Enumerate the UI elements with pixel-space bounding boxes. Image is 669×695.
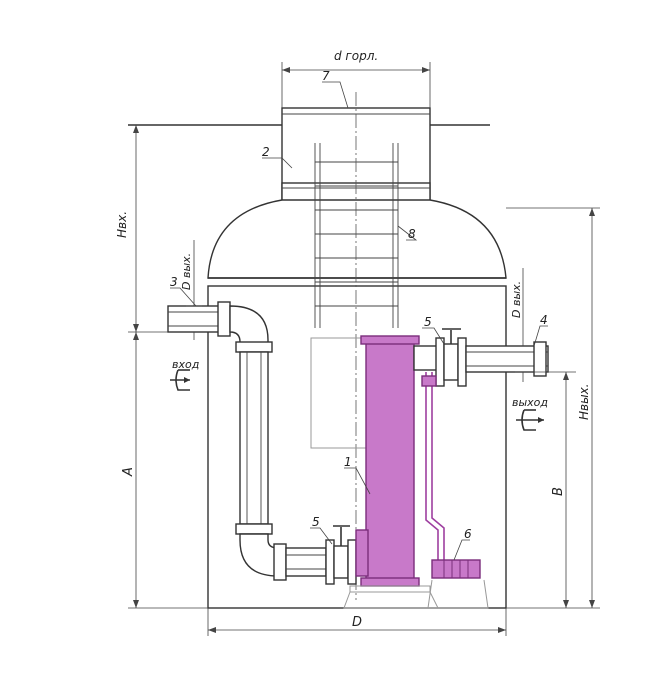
dim-d-vyh-right [515,268,548,382]
outlet-flow-icon [516,409,544,431]
dim-h-vh [128,125,168,333]
dim-b [548,371,576,608]
callout-2: 2 [262,145,270,159]
label-h-vh: Нвх. [115,211,129,238]
label-vyhod: выход [512,396,548,409]
label-vhod: вход [172,358,199,371]
callout-1: 1 [344,455,352,469]
dim-h-vyh [506,207,600,609]
inlet-flow-icon [170,369,190,391]
ladder [314,143,399,328]
dome [207,199,507,279]
separator-column [355,335,420,587]
base-support [343,579,489,609]
callout-6: 6 [464,527,472,541]
label-d-gorl: d горл. [334,49,378,63]
outlet-pipe [465,341,549,377]
dim-d-gorl [281,62,431,108]
label-d-vyh-right: D вых. [510,281,523,318]
valve-lower [325,525,357,585]
callout-5-lower: 5 [312,515,320,529]
label-dim-a: A [121,467,136,477]
callout-3: 3 [170,275,178,289]
callout-4: 4 [540,313,548,327]
label-dim-b: B [551,487,566,496]
dim-d-vyh-left [186,240,202,340]
pump [421,372,481,579]
inlet-pipe [167,301,327,581]
leaders [170,81,548,561]
label-d-vyh-left: D вых. [180,253,193,290]
dim-d [207,608,507,636]
dim-a [128,332,208,609]
label-dim-d: D [352,615,362,630]
label-h-vyh: Нвых. [577,384,591,421]
callout-5-upper: 5 [424,315,432,329]
callout-8: 8 [408,227,416,241]
callout-7: 7 [322,69,330,83]
